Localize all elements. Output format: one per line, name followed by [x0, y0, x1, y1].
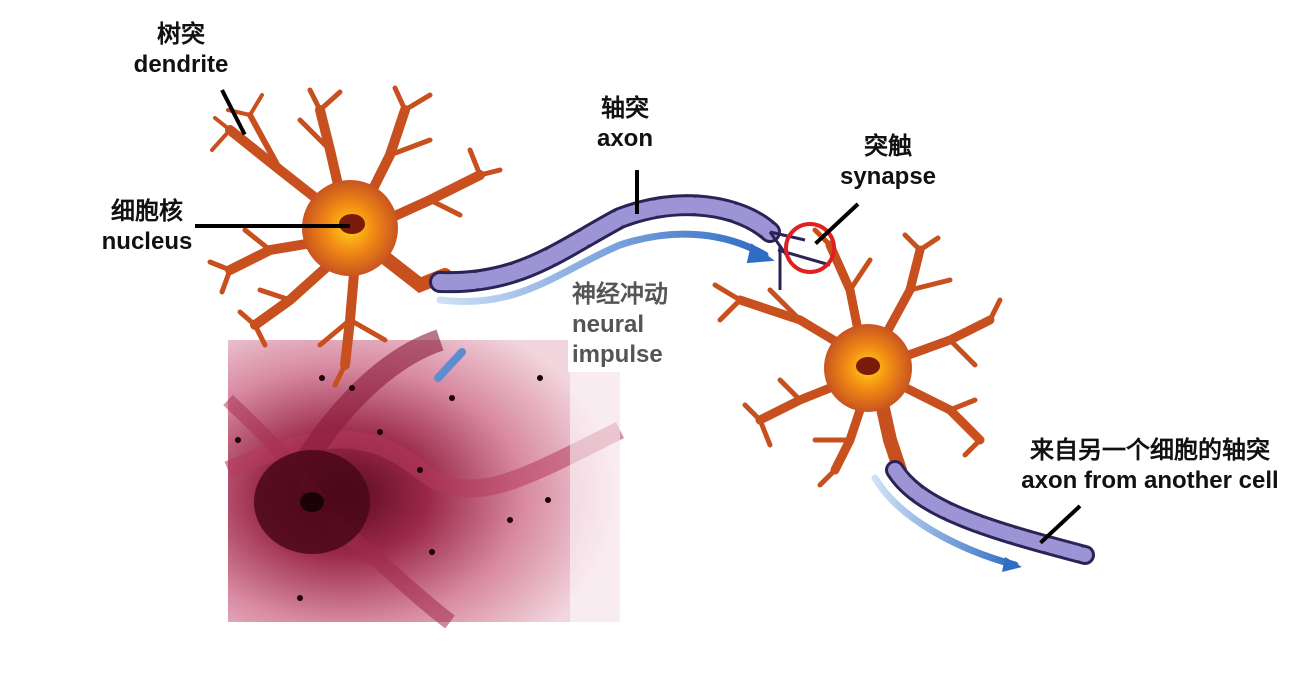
other-axon-label: 来自另一个细胞的轴突 axon from another cell	[1000, 436, 1300, 496]
axon-leader	[635, 170, 639, 214]
synapse-label-en: synapse	[839, 163, 937, 190]
axon-label: 轴突 axon	[588, 94, 662, 154]
synapse-circle	[784, 222, 836, 274]
micrograph-panel	[223, 329, 625, 629]
axon-label-en: axon	[596, 125, 653, 152]
impulse-label-en1: neural	[572, 311, 645, 338]
other-axon-label-zh: 来自另一个细胞的轴突	[1030, 437, 1270, 464]
other-axon-label-en: axon from another cell	[1021, 467, 1279, 494]
axon-label-zh: 轴突	[601, 95, 649, 122]
nucleus-leader	[195, 224, 350, 228]
nucleus-label-zh: 细胞核	[111, 198, 183, 225]
neuron-1-nucleus	[339, 214, 365, 234]
synapse-label-zh: 突触	[864, 133, 912, 160]
axon-2	[871, 460, 1095, 572]
synapse-label: 突触 synapse	[830, 132, 946, 192]
neuron-2-nucleus	[856, 357, 880, 375]
dendrite-label-zh: 树突	[157, 21, 205, 48]
nucleus-label: 细胞核 nucleus	[92, 197, 202, 257]
dendrite-label: 树突 dendrite	[120, 20, 242, 80]
impulse-label-zh: 神经冲动	[572, 281, 668, 308]
impulse-label: 神经冲动 neural impulse	[568, 278, 672, 372]
dendrite-label-en: dendrite	[133, 51, 229, 78]
impulse-label-en2: impulse	[572, 341, 663, 368]
impulse-arrow	[434, 230, 775, 382]
nucleus-label-en: nucleus	[101, 228, 193, 255]
